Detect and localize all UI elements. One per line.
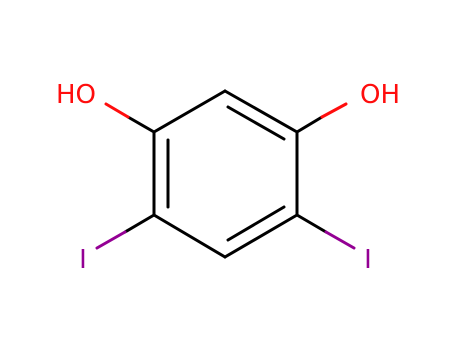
atom-label-hydroxyl-left: HO <box>56 80 96 110</box>
atom-label-hydroxyl-right: OH <box>360 80 400 110</box>
ring-bond-c4-c5 <box>223 213 299 259</box>
bond-c4-i-purple <box>324 230 356 250</box>
atom-label-iodine-left: I <box>79 245 87 275</box>
bond-c6-i-black <box>123 213 156 234</box>
bond-c1-o-red <box>104 102 130 119</box>
ring-double-bond-inner-bottom <box>226 205 286 242</box>
bond-c3-o-black <box>295 115 324 134</box>
ring-bond-c1-c2 <box>152 89 227 134</box>
ring-double-bond-inner-top <box>226 105 286 141</box>
bond-c3-o-red <box>320 102 348 119</box>
bond-c1-o-black <box>126 115 156 134</box>
ring-bond-c5-c6 <box>152 213 227 259</box>
atom-label-iodine-right: I <box>364 245 372 275</box>
bond-c4-i-black <box>295 213 328 234</box>
bond-c6-i-purple <box>95 230 127 250</box>
ring-bond-c2-c3 <box>223 89 299 134</box>
